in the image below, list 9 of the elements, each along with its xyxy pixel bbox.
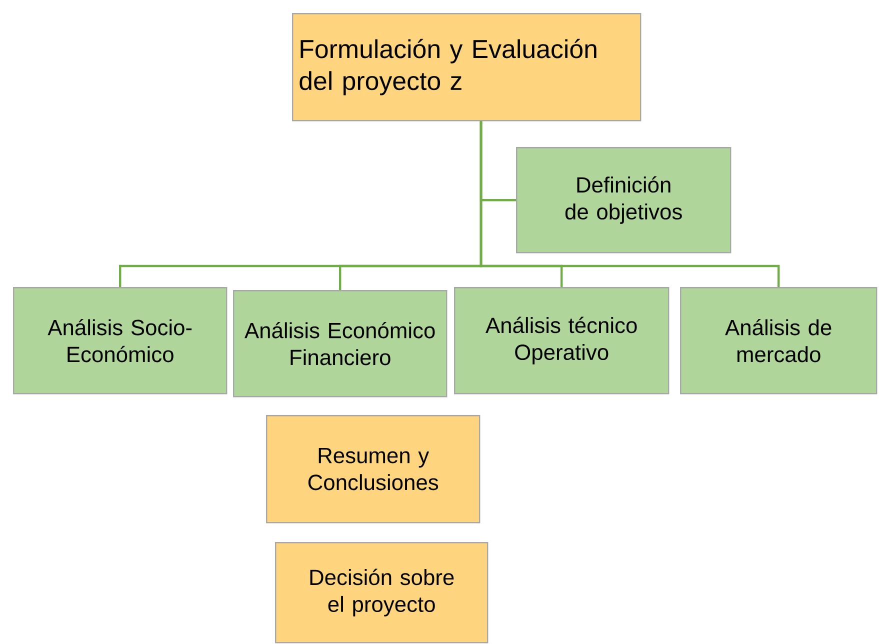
- process-box: Resumen y Conclusiones: [266, 415, 480, 524]
- connector-line: [480, 121, 780, 287]
- process-box: Análisis técnico Operativo: [454, 287, 670, 394]
- process-box: Definición de objetivos: [516, 147, 732, 254]
- process-box: Análisis de mercado: [680, 287, 878, 394]
- process-box: Análisis Económico Financiero: [233, 290, 448, 398]
- title-box: Formulación y Evaluación del proyecto z: [292, 13, 642, 122]
- process-box: Decisión sobre el proyecto: [275, 542, 488, 644]
- process-box: Análisis Socio-Económico: [13, 287, 228, 394]
